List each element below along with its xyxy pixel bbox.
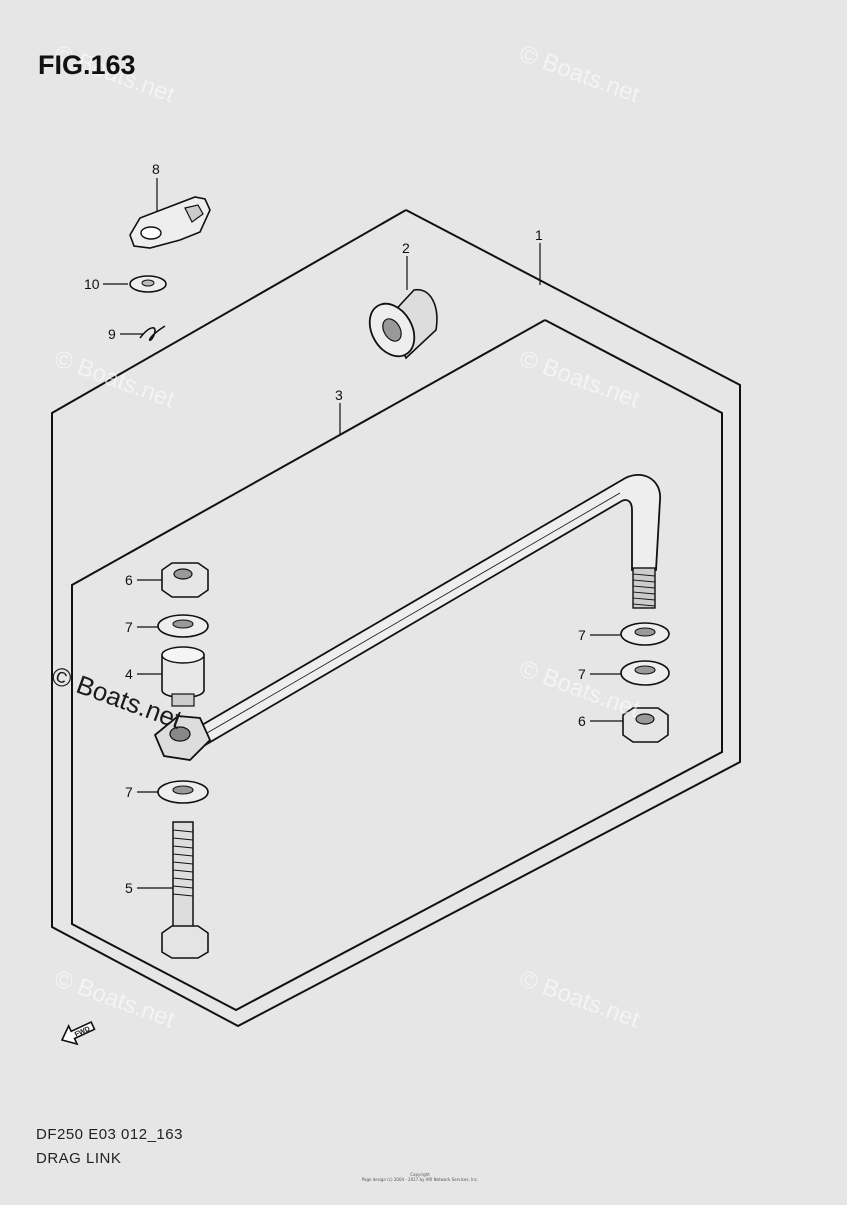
bushing-part-2[interactable] [361,289,438,365]
washer-part-10[interactable] [129,275,167,293]
collar-part-4[interactable] [161,646,205,707]
callout-4: 4 [125,666,133,682]
callout-5: 5 [125,880,133,896]
callout-1: 1 [535,227,543,243]
callout-6-left: 6 [125,572,133,588]
copyright-line-1: Copyright [410,1172,430,1177]
nut-part-6-right[interactable] [622,707,669,743]
washer-part-7-left-upper[interactable] [157,614,209,638]
callout-10: 10 [84,276,100,292]
callout-7-right-upper: 7 [578,627,586,643]
callout-labels: 8 10 9 1 2 3 6 7 4 7 5 7 7 6 [84,161,586,896]
callout-2: 2 [402,240,410,256]
copyright-line-2: Page design (c) 2004 - 2017 by ARI Netwo… [361,1177,479,1182]
callout-7-left-lower: 7 [125,784,133,800]
bracket-part-8[interactable] [129,196,211,249]
callout-9: 9 [108,326,116,342]
diagram-name: DRAG LINK [36,1150,122,1167]
bolt-part-5[interactable] [161,821,209,959]
copyright-notice: Copyright Page design (c) 2004 - 2017 by… [300,1172,540,1182]
washer-part-7-right-upper[interactable] [620,622,670,646]
kit-outline-inner [71,319,723,1012]
callout-7-left-upper: 7 [125,619,133,635]
kit-outline-outer [51,209,741,1028]
callout-8: 8 [152,161,160,177]
nut-part-6-left[interactable] [161,562,209,598]
figure-title: FIG.163 [38,50,136,80]
callout-7-right-lower: 7 [578,666,586,682]
clip-pin-part-9[interactable] [139,325,166,342]
fwd-arrow-icon: FWD [60,1020,96,1046]
drag-link-rod-part-3[interactable] [153,474,661,761]
diagram-code: DF250 E03 012_163 [36,1126,183,1143]
leader-lines [103,178,623,889]
callout-3: 3 [335,387,343,403]
washer-part-7-left-lower[interactable] [157,780,209,804]
callout-6-right: 6 [578,713,586,729]
washer-part-7-right-lower[interactable] [620,660,670,686]
fwd-label: FWD [74,1026,91,1039]
